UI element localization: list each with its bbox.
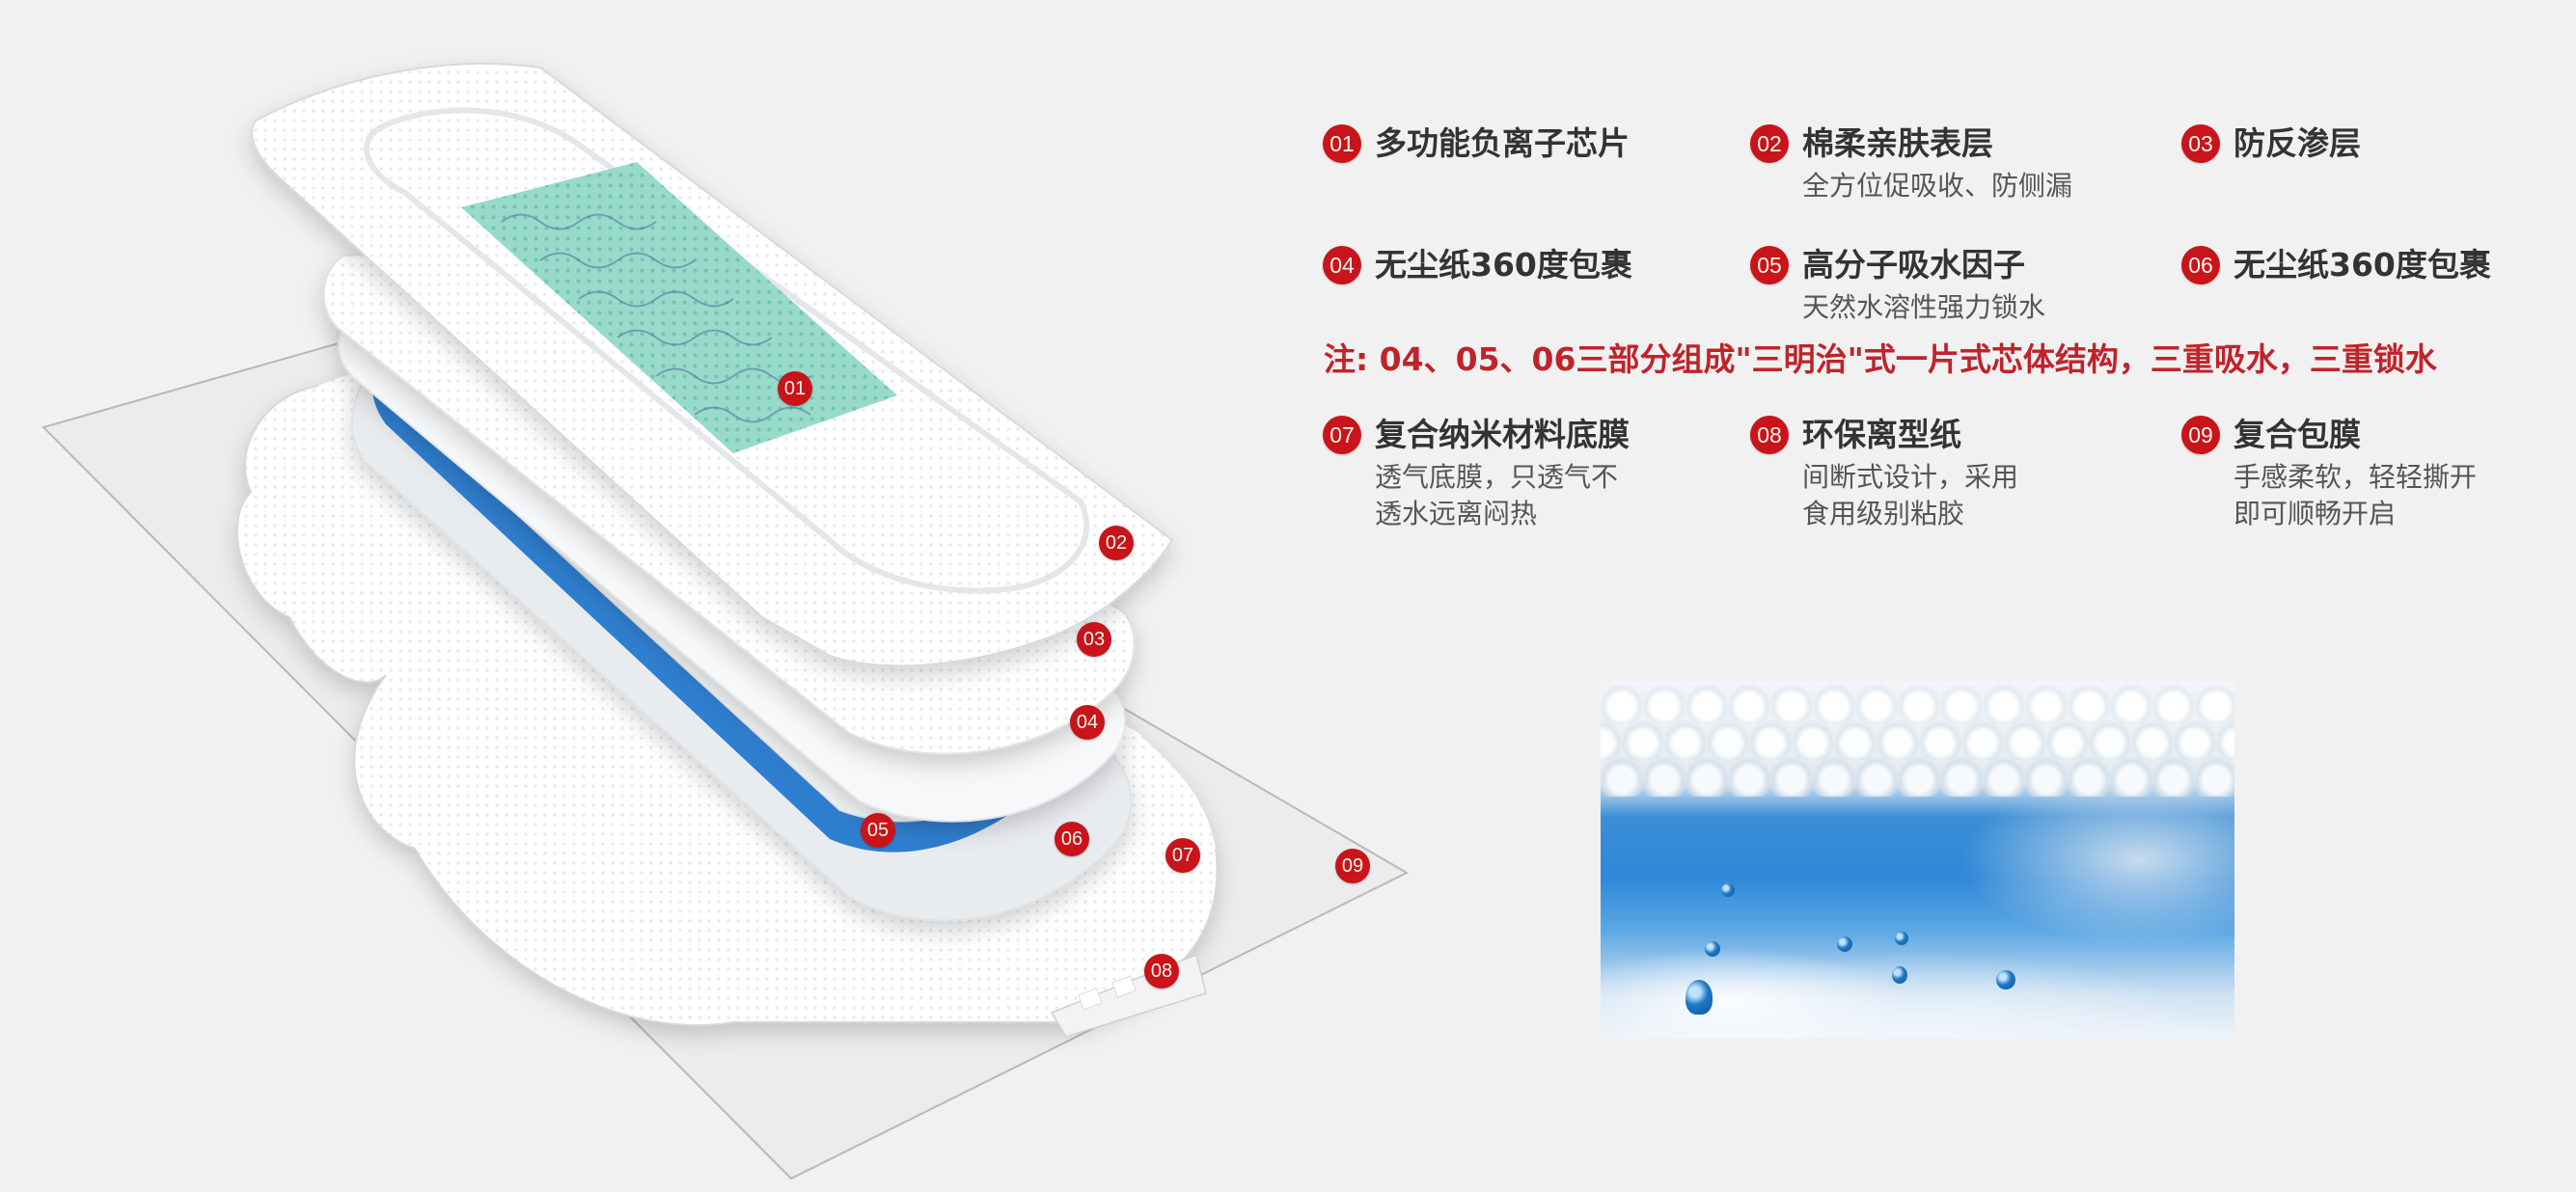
product-exploded-illustration: 01 02 03 04 05 06 07 08 09 <box>41 63 1410 1180</box>
legend-description: 天然水溶性强力锁水 <box>1802 291 2046 323</box>
water-droplet <box>1892 966 1907 984</box>
absorbent-core-closeup-photo <box>1601 681 2234 1039</box>
water-droplet <box>1837 936 1852 952</box>
legend-title: 复合包膜 <box>2233 416 2361 453</box>
legend-description-line-1: 手感柔软，轻轻撕开 <box>2233 461 2478 493</box>
water-droplet <box>1895 932 1908 945</box>
product-badge-05: 05 <box>861 813 895 848</box>
number-badge: 09 <box>2181 416 2220 454</box>
legend-title: 无尘纸360度包裹 <box>2233 246 2491 284</box>
product-badge-02: 02 <box>1099 526 1134 560</box>
product-badge-09: 09 <box>1335 849 1370 883</box>
number-badge: 08 <box>1750 416 1789 454</box>
number-badge: 03 <box>2181 124 2220 163</box>
surface-texture <box>1601 681 2234 801</box>
legend-description-line-2: 食用级别粘胶 <box>1802 498 1965 529</box>
number-badge: 05 <box>1750 246 1789 284</box>
legend-title: 无尘纸360度包裹 <box>1375 246 1632 284</box>
legend-description-line-1: 间断式设计，采用 <box>1802 461 2019 493</box>
sanitary-pad-layers-graphic <box>41 63 1410 1180</box>
water-droplet <box>1705 941 1720 957</box>
legend-title: 高分子吸水因子 <box>1802 246 2025 284</box>
legend-description-line-1: 透气底膜，只透气不 <box>1375 461 1619 493</box>
water-droplet <box>1996 970 2015 989</box>
number-badge: 04 <box>1323 246 1361 284</box>
water-droplet <box>1721 883 1735 897</box>
product-badge-06: 06 <box>1055 822 1089 856</box>
legend-description: 全方位促吸收、防侧漏 <box>1802 170 2073 202</box>
product-badge-07: 07 <box>1165 838 1200 873</box>
number-badge: 02 <box>1750 124 1789 163</box>
legend-title: 环保离型纸 <box>1802 416 1961 453</box>
number-badge: 01 <box>1323 124 1361 163</box>
product-badge-04: 04 <box>1070 705 1105 740</box>
product-badge-08: 08 <box>1144 954 1179 989</box>
legend-description-line-2: 透水远离闷热 <box>1375 498 1538 529</box>
legend-description-line-2: 即可顺畅开启 <box>2233 498 2397 529</box>
number-badge: 06 <box>2181 246 2220 284</box>
product-badge-01: 01 <box>778 371 812 406</box>
number-badge: 07 <box>1323 416 1361 454</box>
water-droplet <box>1685 980 1713 1015</box>
legend-title: 多功能负离子芯片 <box>1375 124 1630 162</box>
legend-title: 防反渗层 <box>2233 124 2361 162</box>
legend-title: 棉柔亲肤表层 <box>1802 124 1993 162</box>
product-badge-03: 03 <box>1077 622 1111 657</box>
sandwich-structure-note: 注: 04、05、06三部分组成"三明治"式一片式芯体结构，三重吸水，三重锁水 <box>1324 340 2437 378</box>
legend-title: 复合纳米材料底膜 <box>1375 416 1630 453</box>
